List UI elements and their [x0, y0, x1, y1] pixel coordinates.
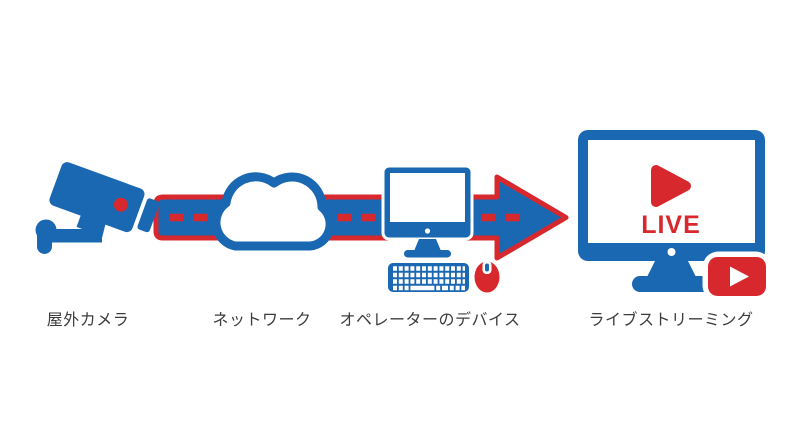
mouse-body	[474, 261, 500, 293]
live-monitor-base	[632, 276, 711, 292]
youtube-play-icon	[730, 266, 749, 287]
camera-record-light	[113, 197, 128, 212]
keyboard-icon	[388, 263, 469, 292]
mouse-icon	[474, 261, 500, 293]
live-monitor-dot	[667, 248, 676, 256]
camera-hinge	[76, 211, 107, 236]
operator-monitor-base	[404, 250, 451, 258]
camera-lens	[137, 198, 160, 233]
live-monitor-icon: LIVE	[578, 130, 772, 302]
cloud-shape	[211, 172, 335, 251]
cctv-camera-icon	[35, 162, 160, 254]
live-monitor-neck	[647, 261, 696, 277]
camera-body	[49, 162, 145, 233]
youtube-icon	[702, 251, 772, 302]
operator-monitor-screen	[390, 173, 465, 222]
play-icon	[651, 165, 691, 207]
operator-monitor-neck	[414, 239, 441, 251]
desktop-computer-icon	[381, 164, 500, 293]
mouse-wheel	[485, 263, 489, 272]
live-badge-text: LIVE	[641, 211, 701, 239]
cloud-icon	[211, 172, 335, 251]
operator-monitor-dot	[424, 228, 431, 234]
